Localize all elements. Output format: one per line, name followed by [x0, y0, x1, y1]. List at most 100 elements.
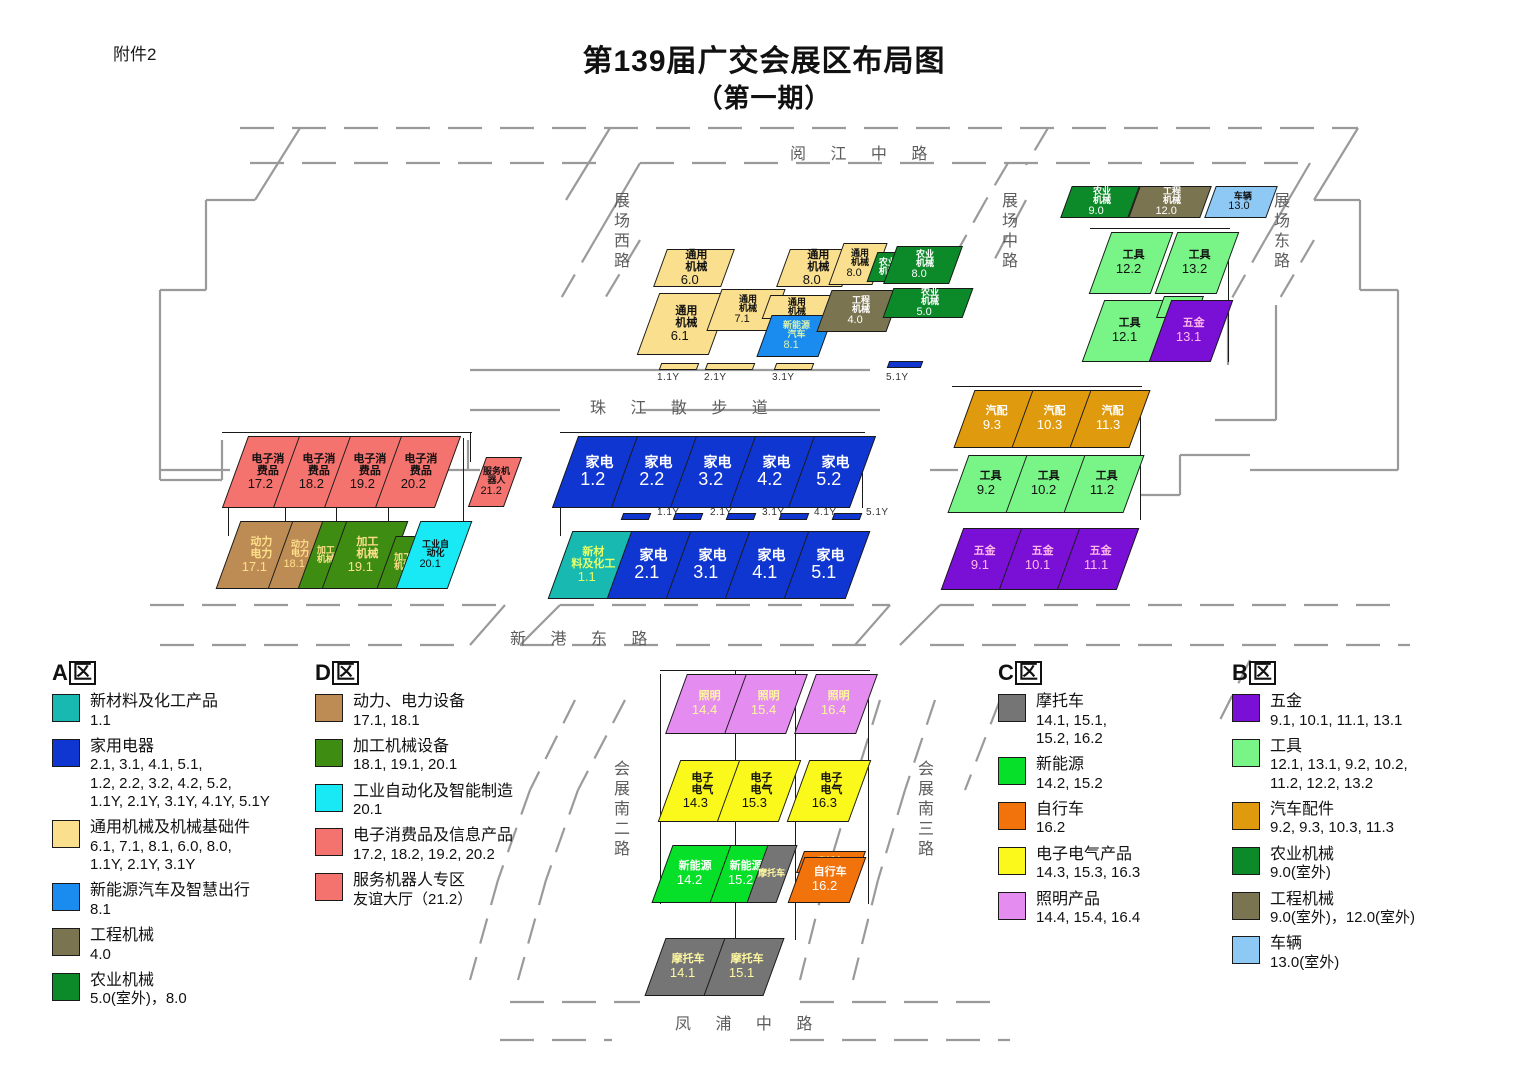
ystrip-5-1y[interactable]	[831, 513, 863, 520]
hall-3-2-label: 家电	[703, 454, 732, 471]
hall-13-0-number: 13.0	[1228, 199, 1250, 212]
ystrip-3-1y-top-label: 3.1Y	[772, 372, 795, 383]
road-label-huizhan-nan-san-lu: 会展南三路	[917, 761, 934, 858]
ystrip-4-1y[interactable]	[778, 513, 810, 520]
ystrip-3-1y-top[interactable]	[773, 363, 815, 370]
legend-item-label: 新能源汽车及智慧出行	[90, 882, 251, 900]
legend-color-swatch	[1232, 738, 1260, 767]
legend-item-label: 车辆	[1270, 935, 1303, 953]
hall-4-0-label: 工程机械	[852, 294, 871, 315]
legend-item-codes: 16.2	[1036, 819, 1066, 837]
legend-item-codes: 20.1	[353, 801, 383, 819]
legend-item-label: 新材料及化工产品	[90, 693, 219, 710]
hall-15-3-label: 电子电气	[750, 771, 773, 796]
hall-10-3-number: 10.3	[1037, 416, 1063, 432]
hall-4-0-number: 4.0	[847, 313, 864, 326]
hall-18-2-label: 电子消费品	[301, 452, 335, 477]
hall-14-3-number: 14.3	[683, 794, 709, 810]
hall-5-2-label: 家电	[821, 454, 850, 471]
ystrip-2-1y[interactable]	[672, 513, 704, 520]
hall-14-2-number: 14.2	[677, 871, 703, 887]
legend-item-label: 摩托车	[1036, 693, 1085, 710]
hall-6-1-number: 6.1	[670, 327, 689, 343]
legend-color-swatch	[52, 820, 80, 849]
ystrip-1-1y[interactable]	[620, 513, 652, 520]
hall-5-1-number: 5.1	[811, 561, 837, 582]
attachment-label: 附件2	[113, 45, 157, 64]
hall-20-2-label: 电子消费品	[403, 452, 437, 477]
legend-color-swatch	[315, 738, 343, 767]
hall-12-1-number: 12.1	[1112, 328, 1138, 344]
hall-17-2-label: 电子消费品	[250, 452, 284, 477]
legend-item-codes: 9.2, 9.3, 10.3, 11.3	[1270, 819, 1394, 837]
hall-wall	[388, 508, 389, 528]
hall-11-1-number: 11.1	[1083, 556, 1109, 572]
legend-item[interactable]: 服务机器人专区友谊大厅（21.2）	[315, 871, 513, 909]
legend-item-codes: 8.1	[90, 900, 111, 918]
legend-item-label: 服务机器人专区	[353, 872, 466, 890]
hall-17-1-number: 17.1	[242, 558, 268, 574]
ystrip-2-1y-top[interactable]	[704, 363, 756, 370]
hall-8-1-label: 新能源汽车	[783, 319, 811, 340]
hall-wall	[222, 432, 472, 434]
hall-8-1-top-label: 通用机械	[787, 296, 806, 316]
hall-8-1-number: 8.1	[783, 338, 800, 351]
legend-color-swatch	[315, 828, 343, 857]
legend-item-codes: 14.1, 15.1,15.2, 16.2	[1036, 711, 1107, 747]
ystrip-1-1y-top-label: 1.1Y	[657, 372, 680, 383]
hall-18-1-power-label: 动力电力	[291, 538, 310, 559]
hall-wall	[862, 438, 864, 508]
zone-suffix: 区	[1014, 661, 1042, 685]
hall-wall	[470, 432, 472, 462]
legend-item-label: 动力、电力设备	[353, 693, 466, 710]
legend-color-swatch	[315, 783, 343, 812]
page-subtitle: （第一期）	[696, 83, 832, 113]
hall-16-2-number: 16.2	[812, 877, 838, 893]
hall-1-1-label: 新材料及化工	[571, 545, 616, 570]
hall-4-1-number: 4.1	[752, 561, 778, 582]
legend-item-codes: 9.1, 10.1, 11.1, 13.1	[1270, 711, 1403, 729]
ystrip-5-1y-top[interactable]	[886, 361, 924, 368]
hall-wall	[463, 438, 464, 533]
legend-color-swatch	[1232, 801, 1260, 830]
ystrip-2-1y-top-label: 2.1Y	[704, 372, 727, 383]
hall-20-1-label: 工业自动化	[422, 538, 450, 559]
hall-1-1-number: 1.1	[577, 568, 596, 584]
hall-9-3-number: 9.3	[982, 416, 1001, 432]
hall-10-2-number: 10.2	[1031, 481, 1057, 497]
legend-color-swatch	[998, 757, 1026, 786]
ystrip-1-1y-top[interactable]	[658, 363, 700, 370]
hall-20-2-number: 20.2	[401, 475, 427, 491]
hall-wall	[1090, 228, 1230, 230]
legend-item-codes: 14.4, 15.4, 16.4	[1036, 909, 1141, 927]
ystrip-3-1y[interactable]	[725, 513, 757, 520]
